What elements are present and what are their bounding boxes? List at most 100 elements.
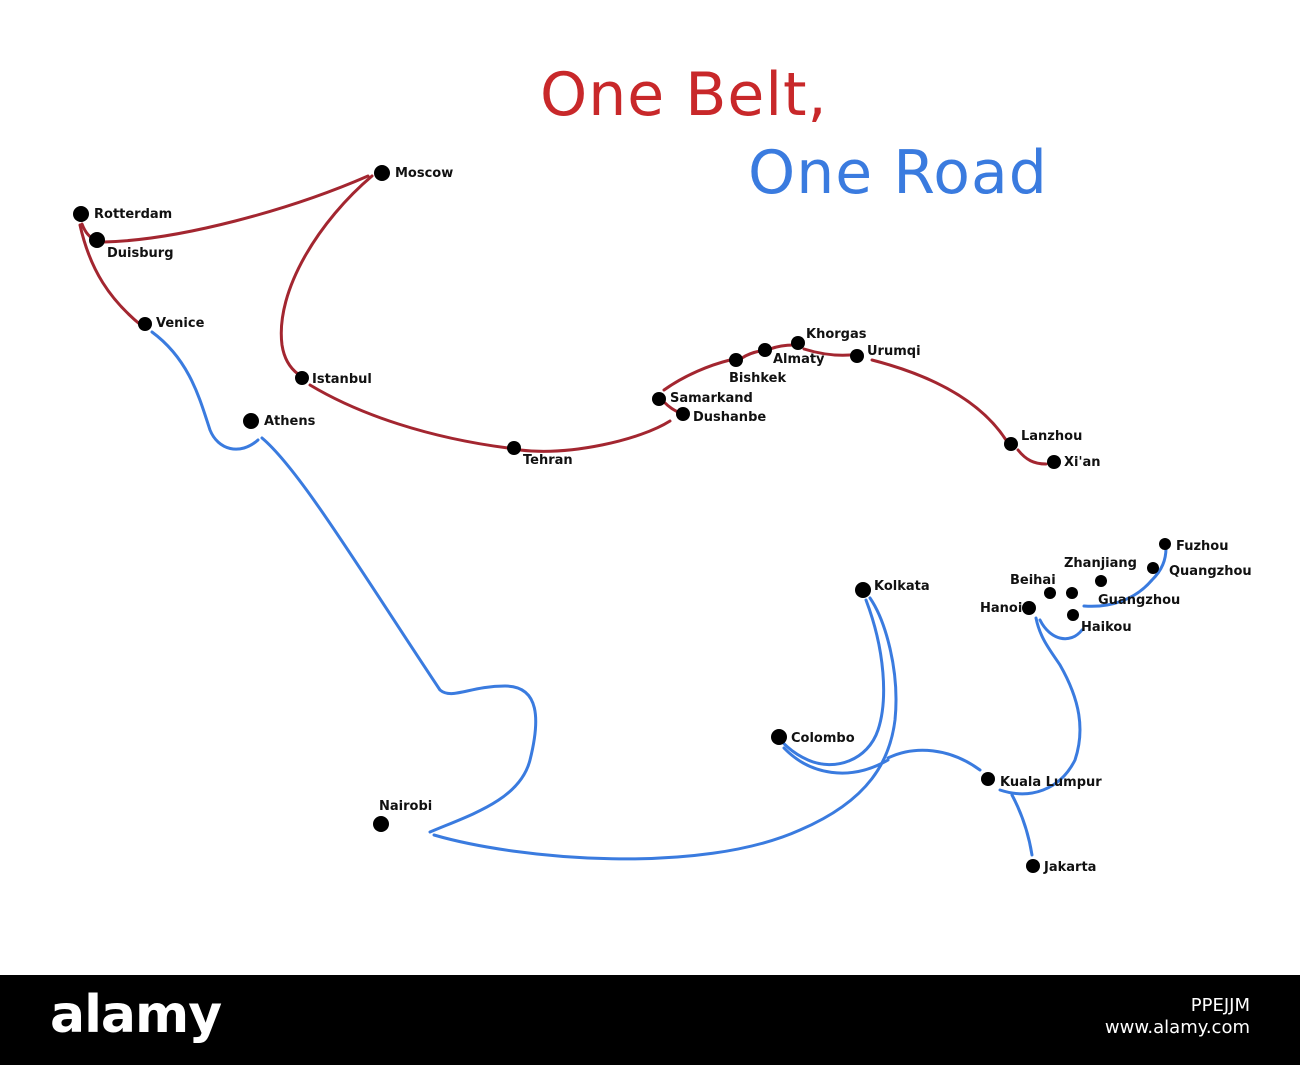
road-routes xyxy=(150,330,1168,861)
road-route-kuala-lumpur-jakarta xyxy=(1010,793,1034,857)
alamy-logo: alamy xyxy=(50,985,222,1045)
city-label: Rotterdam xyxy=(94,207,172,222)
city-label: Colombo xyxy=(791,731,855,746)
route-map: One Belt, One Road xyxy=(73,60,1252,875)
city-label: Istanbul xyxy=(312,372,372,387)
city-dot xyxy=(652,392,666,406)
city-khorgas[interactable]: Khorgas xyxy=(791,327,867,350)
city-lanzhou[interactable]: Lanzhou xyxy=(1004,429,1082,451)
city-dot xyxy=(1159,538,1171,550)
title-line-road: One Road xyxy=(748,138,1048,208)
city-dot xyxy=(771,729,787,745)
city-label: Duisburg xyxy=(107,246,174,261)
city-quangzhou[interactable]: Quangzhou xyxy=(1147,562,1252,579)
city-label: Athens xyxy=(264,414,316,429)
city-dot xyxy=(1047,455,1061,469)
city-dot xyxy=(850,349,864,363)
image-id-block: PPEJJM www.alamy.com xyxy=(1105,995,1250,1039)
belt-route-khorgas-urumqi xyxy=(802,347,852,357)
city-label: Hanoi xyxy=(980,601,1022,616)
city-hanoi[interactable]: Hanoi xyxy=(980,601,1036,616)
city-rotterdam[interactable]: Rotterdam xyxy=(73,206,172,222)
city-dot xyxy=(1066,587,1078,599)
belt-route-lanzhou-xian xyxy=(1016,448,1048,466)
city-jakarta[interactable]: Jakarta xyxy=(1026,859,1096,875)
city-dot xyxy=(73,206,89,222)
city-samarkand[interactable]: Samarkand xyxy=(652,391,753,406)
city-label: Urumqi xyxy=(867,344,921,359)
belt-route-almaty-khorgas xyxy=(768,343,796,351)
city-dot xyxy=(89,232,105,248)
road-route-guangzhou-fuzhou xyxy=(1082,546,1168,608)
city-markers: Rotterdam Duisburg Moscow Venice Istanbu… xyxy=(73,165,1252,875)
city-label: Jakarta xyxy=(1043,860,1096,875)
city-kolkata[interactable]: Kolkata xyxy=(855,579,930,598)
city-label: Kolkata xyxy=(874,579,930,594)
city-dot xyxy=(791,336,805,350)
city-label: Bishkek xyxy=(729,371,786,386)
road-route-kuala-lumpur-hanoi xyxy=(998,616,1082,796)
city-label: Almaty xyxy=(773,352,825,367)
road-route-venice-athens xyxy=(150,330,260,451)
city-zhanjiang[interactable]: Zhanjiang xyxy=(1064,556,1137,587)
city-tehran[interactable]: Tehran xyxy=(507,441,573,468)
belt-routes xyxy=(78,174,1048,466)
road-route-athens-nairobi-loop xyxy=(260,436,538,834)
road-route-colombo-junction xyxy=(782,746,890,775)
city-label: Lanzhou xyxy=(1021,429,1082,444)
city-label: Samarkand xyxy=(670,391,753,406)
belt-route-moscow-istanbul xyxy=(279,174,374,376)
city-dot xyxy=(295,371,309,385)
city-venice[interactable]: Venice xyxy=(138,316,205,331)
road-route-kolkata-colombo xyxy=(778,598,886,766)
city-label: Khorgas xyxy=(806,327,867,342)
city-colombo[interactable]: Colombo xyxy=(771,729,855,746)
city-bishkek[interactable]: Bishkek xyxy=(729,353,786,386)
city-beihai[interactable]: Beihai xyxy=(1010,573,1056,599)
city-kuala-lumpur[interactable]: Kuala Lumpur xyxy=(981,772,1102,790)
city-dot xyxy=(373,816,389,832)
city-urumqi[interactable]: Urumqi xyxy=(850,344,921,363)
site-url: www.alamy.com xyxy=(1104,1017,1250,1038)
watermark-banner: alamy PPEJJM www.alamy.com xyxy=(0,975,1300,1065)
city-duisburg[interactable]: Duisburg xyxy=(89,232,174,261)
city-moscow[interactable]: Moscow xyxy=(374,165,453,181)
belt-route-rotterdam-venice xyxy=(78,223,144,328)
city-athens[interactable]: Athens xyxy=(243,413,316,429)
city-dot xyxy=(1044,587,1056,599)
road-route-hanoi-haikou xyxy=(1038,618,1084,641)
city-label: Venice xyxy=(156,316,205,331)
city-dot xyxy=(1004,437,1018,451)
belt-route-bishkek-almaty xyxy=(740,349,762,360)
city-label: Guangzhou xyxy=(1098,593,1180,608)
city-label: Quangzhou xyxy=(1169,564,1252,579)
city-dushanbe[interactable]: Dushanbe xyxy=(676,407,766,425)
city-dot xyxy=(758,343,772,357)
city-label: Kuala Lumpur xyxy=(1000,775,1102,790)
road-route-nairobi-kolkata xyxy=(432,596,898,861)
city-nairobi[interactable]: Nairobi xyxy=(373,799,432,832)
city-label: Beihai xyxy=(1010,573,1056,588)
city-label: Haikou xyxy=(1081,620,1132,635)
city-istanbul[interactable]: Istanbul xyxy=(295,371,372,387)
city-label: Nairobi xyxy=(379,799,432,814)
belt-route-samarkand-bishkek xyxy=(662,358,732,392)
city-label: Moscow xyxy=(395,166,453,181)
city-dot xyxy=(1022,601,1036,615)
city-guangzhou[interactable]: Guangzhou xyxy=(1066,587,1180,608)
city-fuzhou[interactable]: Fuzhou xyxy=(1159,538,1229,554)
city-label: Xi'an xyxy=(1064,455,1101,470)
city-dot xyxy=(1026,859,1040,873)
title-line-belt: One Belt, xyxy=(540,60,828,130)
city-dot xyxy=(1067,609,1079,621)
city-label: Tehran xyxy=(523,453,573,468)
city-dot xyxy=(1095,575,1107,587)
city-dot xyxy=(1147,562,1159,574)
city-almaty[interactable]: Almaty xyxy=(758,343,825,367)
city-dot xyxy=(243,413,259,429)
belt-route-urumqi-lanzhou xyxy=(870,358,1008,442)
city-haikou[interactable]: Haikou xyxy=(1067,609,1132,635)
city-xian[interactable]: Xi'an xyxy=(1047,455,1101,470)
city-label: Fuzhou xyxy=(1176,539,1229,554)
